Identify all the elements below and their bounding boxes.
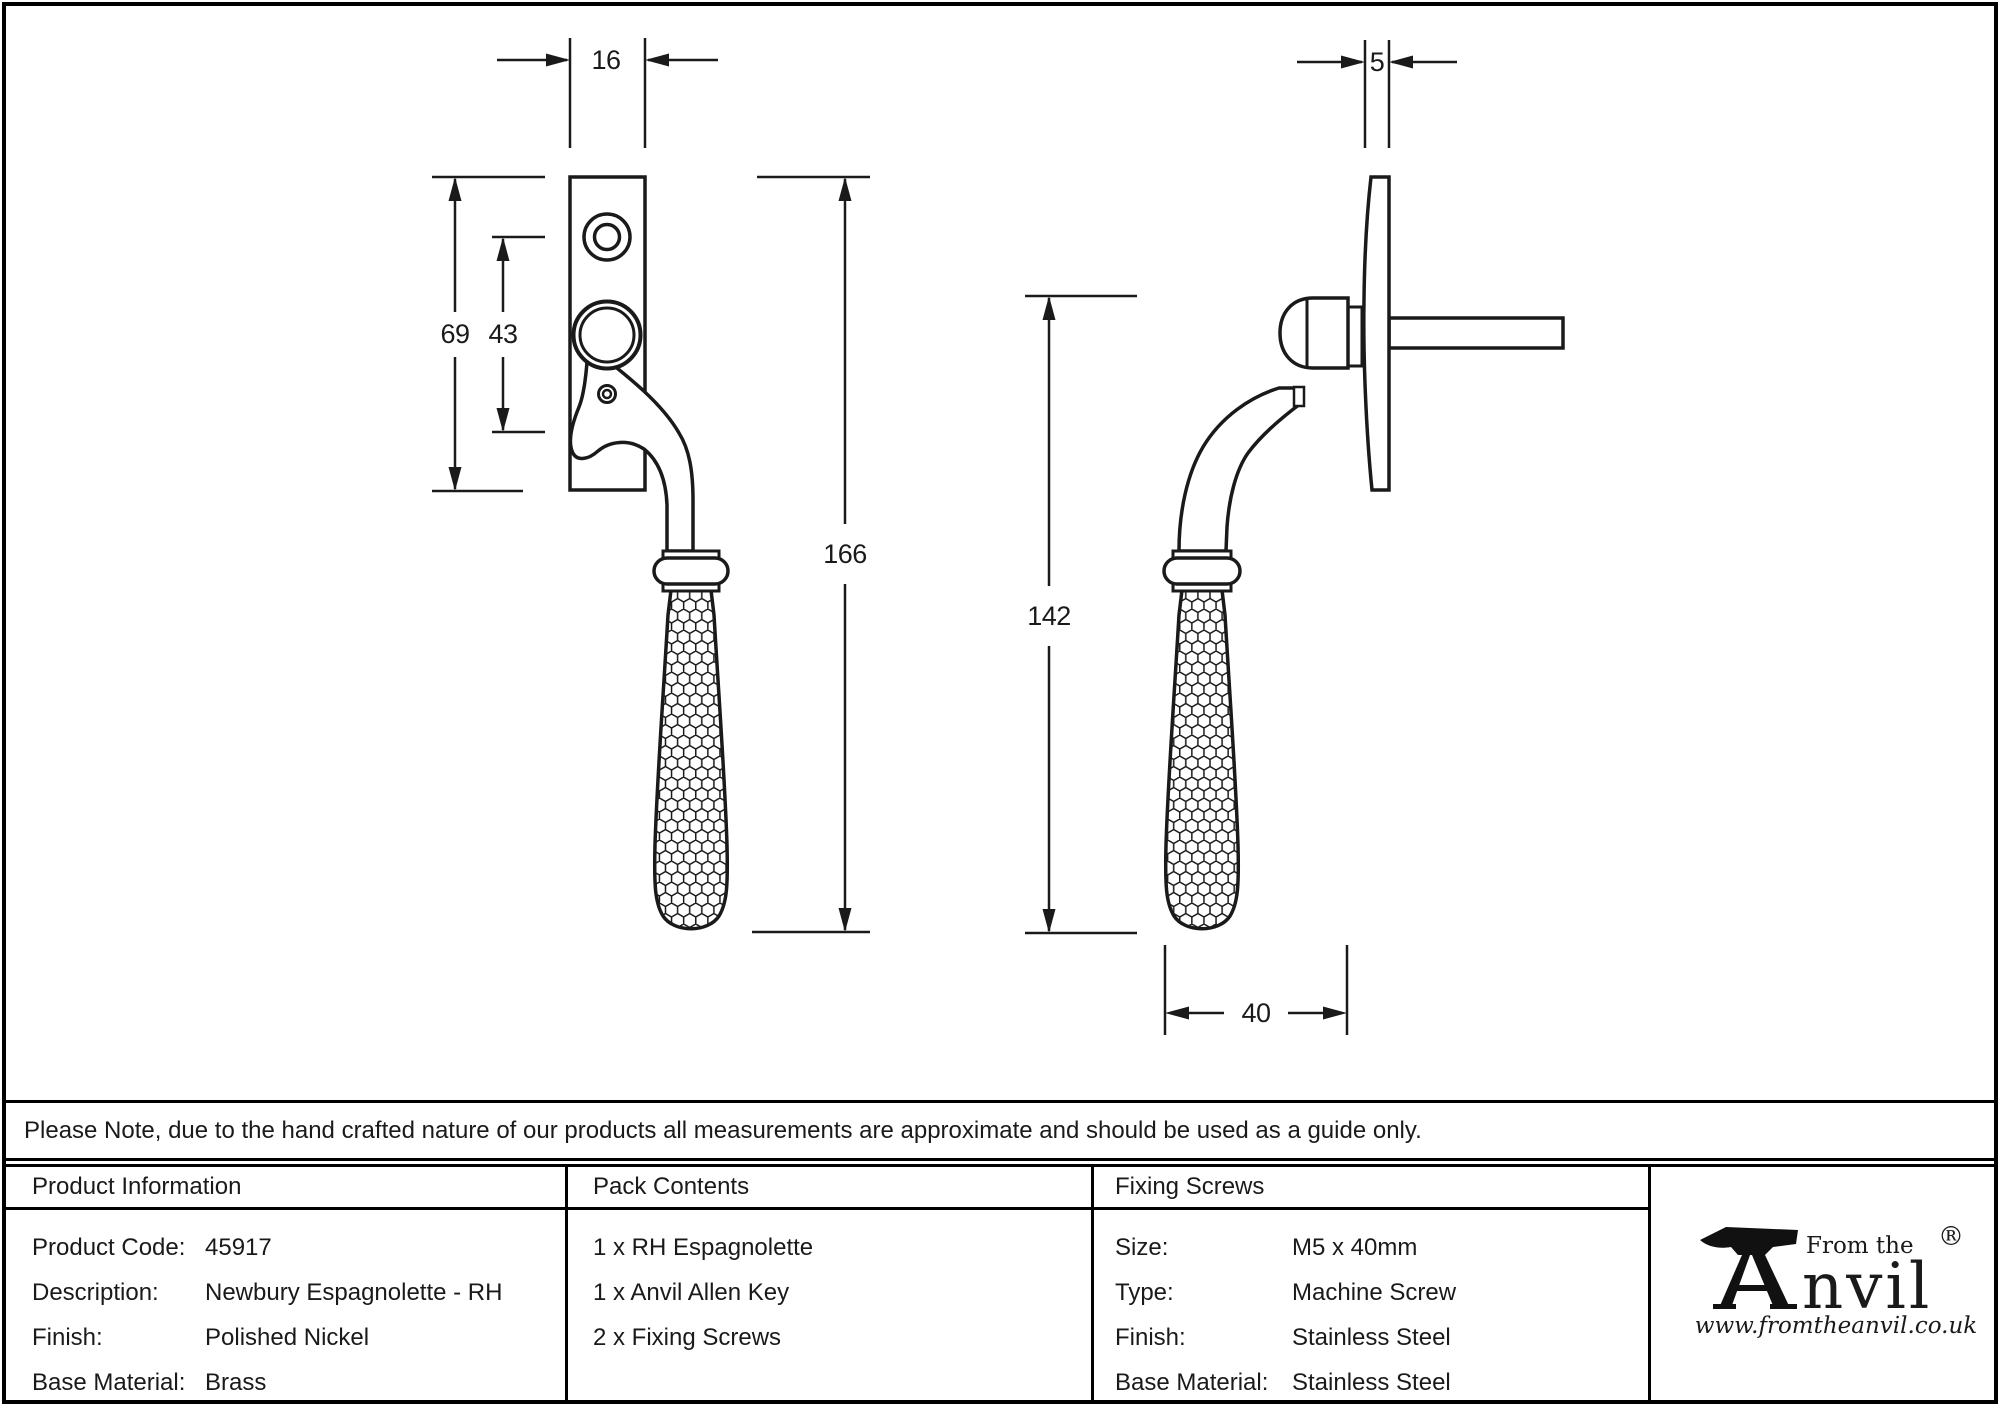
dimension-projection (1163, 945, 1349, 1035)
row-label: Product Code: (32, 1234, 186, 1261)
row-value: Newbury Espagnolette - RH (205, 1279, 503, 1306)
row-label: Type: (1115, 1279, 1174, 1306)
logo-url: www.fromtheanvil.co.uk (1695, 1313, 1977, 1339)
dimension-hole-spacing (492, 235, 545, 434)
logo-from-the: From the (1806, 1233, 1914, 1259)
column-divider (565, 1167, 568, 1402)
list-item: 1 x RH Espagnolette (593, 1234, 814, 1261)
row-value: Polished Nickel (205, 1324, 370, 1351)
dim-142-label: 142 (1027, 601, 1071, 631)
disclaimer-text: Please Note, due to the hand crafted nat… (24, 1116, 1422, 1144)
header-divider (4, 1207, 1648, 1210)
dimension-plate-height (432, 175, 545, 493)
product-information-body: Product Code: 45917 Description: Newbury… (32, 1225, 502, 1405)
pack-contents-body: 1 x RH Espagnolette 1 x Anvil Allen Key … (593, 1225, 813, 1360)
handle-grip-side (1163, 588, 1241, 931)
front-view: 16 69 43 (432, 38, 870, 934)
row-label: Finish: (32, 1324, 103, 1351)
set-screw-icon (597, 384, 617, 404)
row-label: Description: (32, 1279, 159, 1306)
row-value: Brass (205, 1369, 267, 1396)
table-row: Base Material: Brass (32, 1360, 502, 1405)
row-label: Base Material: (32, 1369, 186, 1396)
table-row: Base Material: Stainless Steel (1115, 1360, 1456, 1405)
handle-grip-front (652, 588, 730, 931)
set-screw-side (1292, 385, 1306, 408)
table-row: Size: M5 x 40mm (1115, 1225, 1456, 1270)
dimension-total-height (752, 175, 870, 934)
row-label: Size: (1115, 1234, 1169, 1261)
anvil-icon (1700, 1227, 1798, 1309)
side-view: 5 (1025, 40, 1565, 1035)
table-row: Product Code: 45917 (32, 1225, 502, 1270)
locking-knob-side (1278, 296, 1350, 370)
row-label: Finish: (1115, 1324, 1186, 1351)
fixing-screws-header: Fixing Screws (1115, 1173, 1265, 1200)
list-item: 2 x Fixing Screws (593, 1324, 782, 1351)
registered-trademark-icon: ® (1938, 1222, 1964, 1252)
dim-40-label: 40 (1241, 998, 1270, 1028)
dimension-side-height (1025, 294, 1137, 935)
row-value: M5 x 40mm (1292, 1234, 1418, 1261)
product-information-header: Product Information (32, 1173, 242, 1200)
row-value: Stainless Steel (1292, 1369, 1451, 1396)
handle-arm-side (1177, 386, 1302, 553)
dimension-plate-width (497, 38, 718, 148)
column-divider (1648, 1167, 1651, 1402)
logo-brand-text: nvil (1802, 1250, 1932, 1324)
disclaimer-bar: Please Note, due to the hand crafted nat… (4, 1100, 1996, 1161)
spindle-side (1387, 316, 1565, 350)
table-row: Finish: Polished Nickel (32, 1315, 502, 1360)
screw-hole-icon (582, 212, 632, 262)
dim-69-label: 69 (440, 319, 469, 349)
dim-43-label: 43 (488, 319, 517, 349)
table-row: Description: Newbury Espagnolette - RH (32, 1270, 502, 1315)
row-value: 45917 (205, 1234, 272, 1261)
spec-table: Product Information Pack Contents Fixing… (4, 1164, 1996, 1402)
column-divider (1091, 1167, 1094, 1402)
dimension-plate-thickness (1297, 40, 1457, 148)
pack-contents-header: Pack Contents (593, 1173, 750, 1200)
row-value: Stainless Steel (1292, 1324, 1451, 1351)
from-the-anvil-logo: From the nvil ® www.fromtheanvil.co.uk (1695, 1222, 1977, 1339)
list-item: 1 x Anvil Allen Key (593, 1279, 790, 1306)
dim-5-label: 5 (1370, 47, 1385, 77)
dim-166-label: 166 (823, 539, 867, 569)
backplate-side (1362, 175, 1391, 492)
ferrule-side (1162, 549, 1242, 593)
row-label: Base Material: (1115, 1369, 1269, 1396)
ferrule-front (652, 549, 730, 593)
row-value: Machine Screw (1292, 1279, 1457, 1306)
fixing-screws-body: Size: M5 x 40mm Type: Machine Screw Fini… (1115, 1225, 1456, 1405)
knob-rose-side (1346, 305, 1364, 368)
locking-knob-front (571, 299, 643, 371)
technical-drawing: 16 69 43 (432, 38, 1565, 1035)
dim-16-label: 16 (591, 45, 620, 75)
table-row: Finish: Stainless Steel (1115, 1315, 1456, 1360)
table-row: Type: Machine Screw (1115, 1270, 1456, 1315)
